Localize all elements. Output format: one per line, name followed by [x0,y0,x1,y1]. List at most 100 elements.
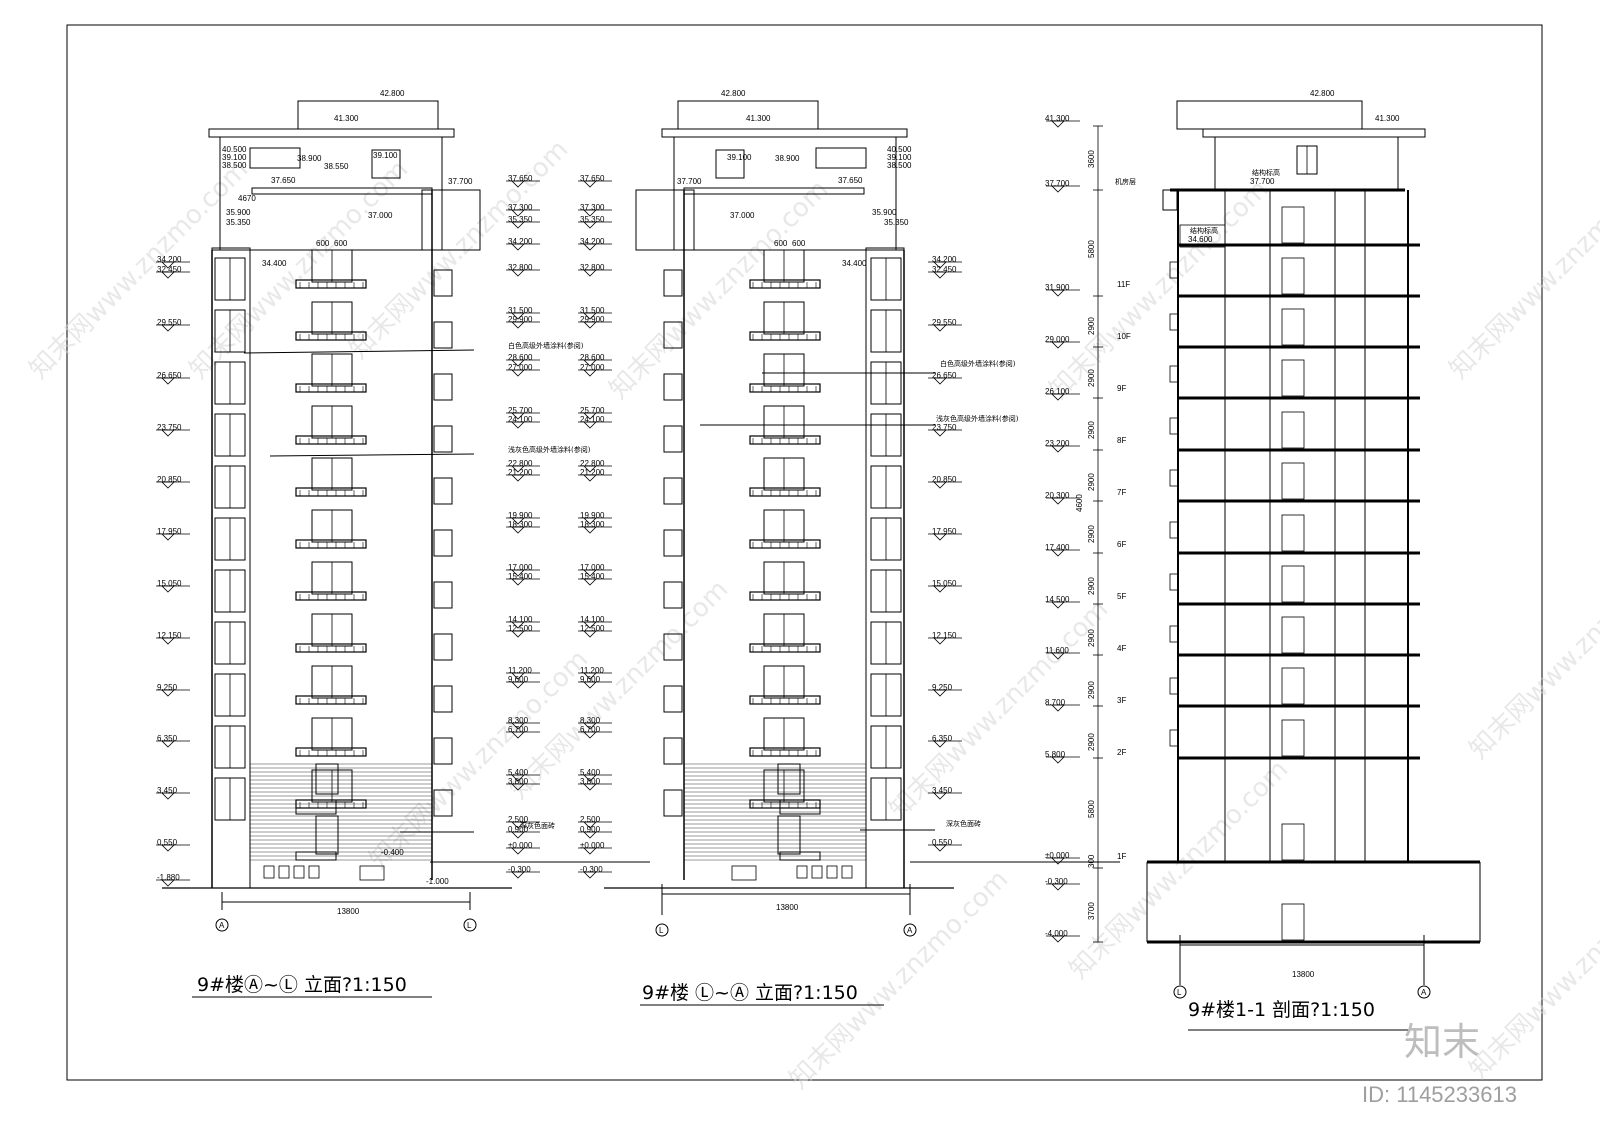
level-label: 12.150 [932,631,957,640]
canopy [295,851,337,861]
level-label: 31.900 [1045,283,1070,292]
side-balcony-top [421,189,481,251]
section-door [1281,359,1305,397]
dimension-label: 13800 [337,907,360,916]
level-label: 37.300 [580,203,605,212]
roof-window [249,147,301,169]
material-note: 浅灰色高级外墙涂料(参阅) [508,445,591,454]
side-balcony [433,685,453,713]
floor-label: 5F [1117,592,1126,601]
level-label: 35.350 [884,218,909,227]
balcony-rail [749,331,821,341]
basement-window [263,865,275,879]
basement-window [841,865,853,879]
side-balcony [663,789,683,817]
level-label: 38.550 [324,162,349,171]
side-balcony [433,789,453,817]
window-section [1169,625,1179,643]
dimension-label: 2900 [1087,473,1096,491]
dimension-label: 2900 [1087,577,1096,595]
level-label: 19.900 [580,511,605,520]
level-label: 9.600 [580,675,601,684]
level-label: 17.950 [932,527,957,536]
level-label: 17.000 [580,563,605,572]
balcony-rail [295,487,367,497]
watermark: 知末网www.znzmo.com [1464,854,1600,1085]
level-label: 41.300 [746,114,771,123]
dimension-label: 600 [316,239,330,248]
section-door [1281,411,1305,449]
dimension-label: 2900 [1087,317,1096,335]
section-door [1281,667,1305,705]
axis-label: L [659,926,664,935]
section-1-1: 42.800 41.300 结构标高 37.700 结构标高 34.600 41… [1045,89,1481,1031]
level-label: 11.200 [580,666,604,675]
level-label: 2.500 [508,815,529,824]
balcony-rail [295,695,367,705]
level-label: 37.700 [1045,179,1070,188]
roof-window [815,147,867,169]
section-door [1281,823,1305,861]
level-label: 25.700 [580,406,605,415]
floor-label: 3F [1117,696,1126,705]
level-label: -0.300 [508,865,531,874]
floor-label: 8F [1117,436,1126,445]
section-note: 结构标高 [1190,226,1218,235]
balcony-rail [295,331,367,341]
level-label: 21.200 [508,468,533,477]
dimension-label: 4600 [1075,494,1084,512]
side-balcony [663,685,683,713]
level-label: 27.000 [508,363,533,372]
watermark: 知末网www.znzmo.com [1464,534,1600,765]
side-balcony [433,425,453,453]
level-label: 5.400 [508,768,529,777]
section-door [1281,257,1305,295]
section-door [1281,719,1305,757]
level-label: 14.500 [1045,595,1070,604]
axis-label: L [467,921,472,930]
section-door [1281,903,1305,941]
section-level-labels: 41.30037.70031.90029.00026.10023.20020.3… [1045,114,1131,943]
side-balcony [433,737,453,765]
level-label: 35.350 [580,215,605,224]
level-label: 37.650 [271,176,296,185]
door-window [315,763,339,795]
level-label: 35.350 [508,215,533,224]
level-label: 11.200 [508,666,532,675]
level-label: 0.900 [508,825,529,834]
level-label: -1.880 [157,873,180,882]
balcony-rail [295,383,367,393]
section-note: 结构标高 [1252,168,1280,177]
level-label: 8.300 [580,716,601,725]
drawing-frame [66,24,1543,1081]
axis-label: A [1421,988,1427,997]
level-label: 29.000 [1045,335,1070,344]
level-label: 3.800 [508,777,529,786]
balcony-rail [749,695,821,705]
roof-cornice [661,128,908,138]
basement-window [308,865,320,879]
side-balcony [433,269,453,297]
level-label: 29.900 [580,315,605,324]
section-door [1281,616,1305,654]
dimension-label: 5800 [1087,240,1096,258]
floor-label: 2F [1117,748,1126,757]
level-label: 37.700 [677,177,702,186]
level-label: -0.300 [1045,877,1068,886]
window-section [1169,313,1179,331]
entry-door [777,815,801,855]
level-label: 26.100 [1045,387,1070,396]
level-label: 0.900 [580,825,601,834]
dimension-label: 3600 [1087,150,1096,168]
level-label: 17.400 [1045,543,1070,552]
entry-door [315,815,339,855]
material-note: 深灰色面砖 [520,821,555,830]
balcony-rail [749,591,821,601]
side-balcony [663,633,683,661]
floor-label: 11F [1117,280,1130,289]
axis-label: L [1177,988,1182,997]
level-label: 15.050 [932,579,957,588]
floor-label: 4F [1117,644,1126,653]
level-label: 8.700 [1045,698,1066,707]
dimension-label: 600 [334,239,348,248]
